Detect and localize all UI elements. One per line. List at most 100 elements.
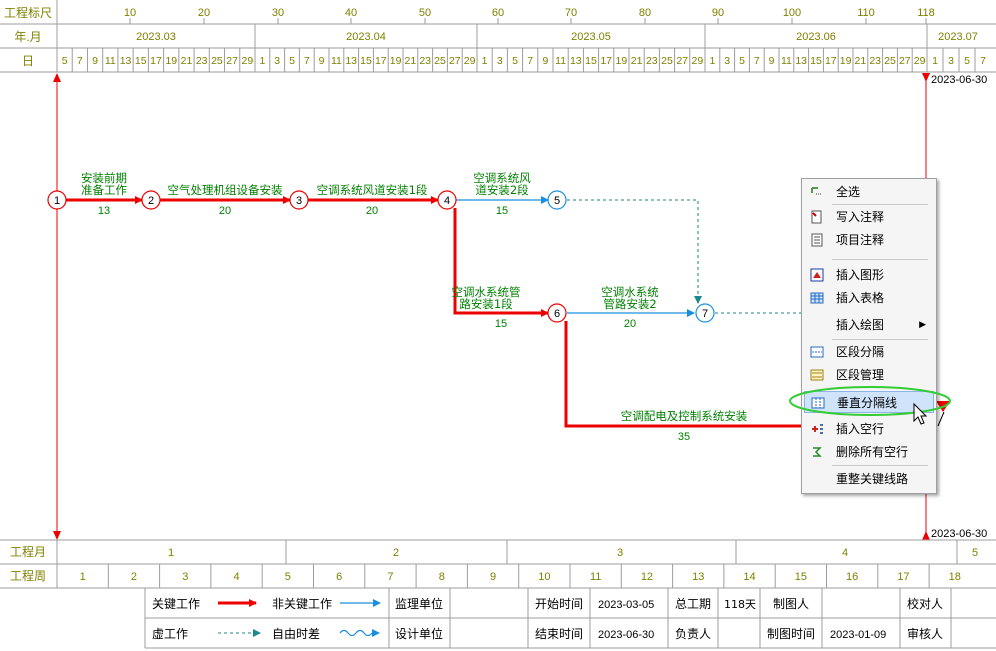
day-label: 3 [948,55,954,67]
scale-tick: 20 [198,7,210,19]
week-label: 16 [846,571,858,583]
project-month: 3 [617,547,623,559]
activity-arrows[interactable] [66,196,802,428]
menu-item-project-note[interactable]: 项目注释 [804,229,934,251]
menu-item-label: 插入图形 [836,268,885,282]
activity-label: 道安装2段 [475,183,529,197]
day-label: 27 [899,55,911,67]
node-label: 5 [554,195,560,207]
delete-rows-icon [813,447,822,457]
node-label: 6 [554,308,560,320]
end-time-label: 结束时间 [535,627,583,641]
node-4: 4 [437,190,457,210]
day-label: 13 [570,55,582,67]
menu-item-delete-all-rows[interactable]: 删除所有空行 [804,441,934,463]
day-label: 1 [709,55,715,67]
day-label: 23 [869,55,881,67]
day-label: 25 [884,55,896,67]
project-month: 2 [393,547,399,559]
node-label: 4 [444,195,450,207]
node-label: 2 [148,195,154,207]
responsible-label: 负责人 [675,627,711,641]
day-label: 1 [932,55,938,67]
activity-label: 空调系统风 [473,171,531,185]
activity-duration: 13 [98,205,110,217]
node-label: 7 [702,308,708,320]
menu-item-select-all[interactable]: 全选 [804,181,934,203]
footer-week-label: 工程周 [10,568,46,583]
day-label: 7 [754,55,760,67]
node-5: 5 [547,190,567,210]
node-label: 1 [54,195,60,207]
insert-row-icon [812,424,823,434]
menu-item-label: 写入注释 [836,210,885,224]
reviewer-label: 审核人 [907,626,943,641]
menu-item-label: 项目注释 [836,233,885,247]
menu-item-write-note[interactable]: 写入注释 [804,206,934,228]
day-label: 15 [585,55,597,67]
node-1: 1 [47,190,67,210]
checker-label: 校对人 [907,596,943,611]
project-note-icon [811,233,823,247]
scale-tick: 10 [124,7,136,19]
menu-item-label: 插入表格 [836,291,885,305]
maker-label: 制图人 [773,597,809,611]
menu-separator [832,465,928,466]
day-label: 13 [120,55,132,67]
context-menu: 全选 写入注释 项目注释 插入图形 插入表格 插入绘图 ▶ 区段分隔 区段管理 … [801,178,937,494]
project-month: 4 [842,547,848,559]
day-label: 17 [375,55,387,67]
menu-item-insert-shape[interactable]: 插入图形 [804,264,934,286]
menu-item-recalc-critical-path[interactable]: 重整关键线路 [804,468,934,490]
menu-item-insert-table[interactable]: 插入表格 [804,287,934,309]
menu-separator [832,339,928,340]
legend-free-float: 自由时差 [272,627,320,641]
menu-item-insert-row[interactable]: 插入空行 [804,418,934,440]
week-label: 12 [641,571,653,583]
week-label: 11 [590,571,601,583]
day-label: 19 [165,55,177,67]
day-label: 25 [434,55,446,67]
day-label: 7 [304,55,310,67]
total-duration-label: 总工期 [675,597,711,611]
activity-label: 空调水系统 [601,285,659,299]
activity-arrow-4-6 [453,208,549,317]
day-label: 15 [135,55,147,67]
week-label: 9 [490,571,496,583]
week-label: 18 [949,571,961,583]
day-label: 19 [840,55,852,67]
node-3: 3 [289,190,309,210]
day-label: 21 [181,55,193,67]
week-label: 4 [233,571,239,583]
menu-item-label: 插入空行 [836,422,885,436]
menu-item-section-divide[interactable]: 区段分隔 [804,341,934,363]
insert-table-icon [810,292,824,304]
scale-tick: 40 [345,7,357,19]
scale-tick: 60 [492,7,504,19]
section-divide-icon [810,346,824,358]
day-label: 9 [769,55,775,67]
designer-label: 设计单位 [395,626,443,641]
scale-row-label: 工程标尺 [4,5,52,20]
day-label: 19 [616,55,628,67]
select-all-icon [811,187,822,195]
scale-tick: 80 [639,7,651,19]
week-label: 3 [182,571,188,583]
menu-item-insert-drawing[interactable]: 插入绘图 ▶ [804,314,934,336]
day-label: 11 [331,55,342,67]
scale-tick: 100 [783,7,801,19]
scale-ticks: 10 20 30 40 50 60 70 80 90 100 110 118 [124,7,935,24]
day-label: 23 [646,55,658,67]
menu-item-vertical-divider[interactable]: 垂直分隔线 [804,391,934,413]
menu-item-section-manage[interactable]: 区段管理 [804,364,934,386]
week-label: 2 [131,571,137,583]
nodes[interactable]: 1 2 3 4 5 6 7 [47,190,715,323]
scale-tick: 90 [712,7,724,19]
day-label: 1 [259,55,265,67]
end-time-value: 2023-06-30 [598,629,654,641]
day-label: 7 [77,55,83,67]
scale-tick: 50 [419,7,431,19]
day-label: 23 [419,55,431,67]
month-label: 2023.03 [136,31,176,43]
